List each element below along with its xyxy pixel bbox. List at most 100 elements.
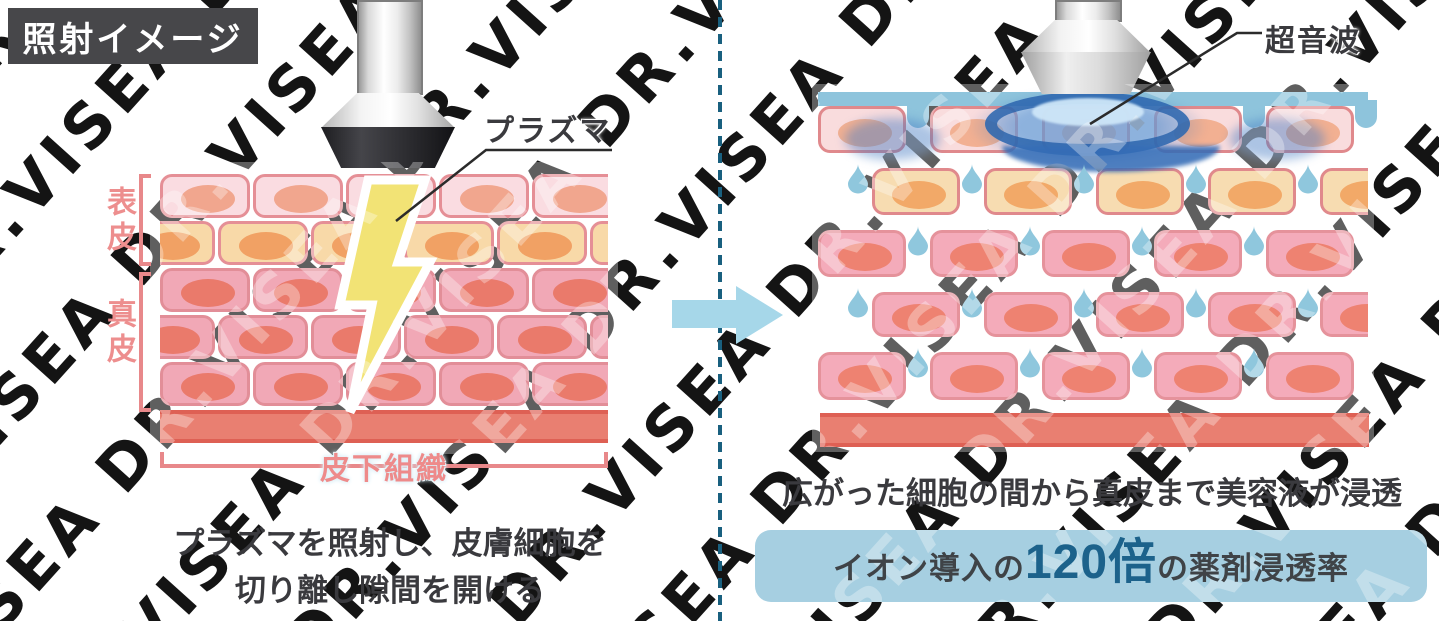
title-badge: 照射イメージ	[8, 8, 258, 64]
cell-nucleus	[425, 326, 479, 354]
cell-nucleus	[460, 373, 514, 401]
cell-nucleus	[274, 185, 328, 213]
cell-nucleus	[239, 326, 293, 354]
skin-cell	[1096, 168, 1184, 215]
cell-nucleus	[181, 373, 235, 401]
skin-cell	[218, 315, 308, 359]
skin-cell	[1208, 292, 1296, 337]
liquid-drip	[907, 100, 929, 128]
skin-cell	[930, 352, 1018, 400]
skin-cell	[1208, 168, 1296, 215]
serum-smear-left	[845, 118, 940, 160]
cell-nucleus	[160, 326, 200, 354]
skin-cell	[532, 268, 608, 312]
skin-cell	[404, 315, 494, 359]
dermis-label: 真皮	[102, 298, 135, 368]
skin-cell	[1096, 292, 1184, 337]
serum-droplet-icon	[908, 348, 928, 378]
plasma-handpiece-cone	[321, 93, 455, 128]
cell-nucleus	[1174, 242, 1228, 271]
serum-droplet-icon	[1074, 164, 1094, 194]
skin-cell	[497, 315, 587, 359]
left-caption-line2: 切り離し隙間を開ける	[235, 573, 545, 608]
dermis-bracket	[139, 272, 151, 412]
skin-cell	[497, 221, 587, 265]
cell-nucleus	[553, 279, 607, 307]
cell-nucleus	[1174, 365, 1228, 393]
skin-cell	[1320, 292, 1368, 337]
serum-droplet-icon	[848, 288, 868, 318]
cell-nucleus	[239, 232, 293, 260]
cell-nucleus	[160, 232, 200, 260]
cell-nucleus	[838, 365, 892, 393]
cell-nucleus	[1062, 242, 1116, 271]
subcutaneous-bracket	[160, 452, 608, 468]
serum-droplet-icon	[1132, 348, 1152, 378]
liquid-drip	[1355, 100, 1377, 128]
skin-cell	[930, 230, 1018, 277]
subcutaneous-band-right	[820, 413, 1369, 447]
skin-cell	[439, 362, 529, 406]
serum-droplet-icon	[1186, 164, 1206, 194]
cell-nucleus	[274, 373, 328, 401]
skin-cell	[439, 268, 529, 312]
serum-droplet-icon	[1244, 226, 1264, 256]
serum-droplet-icon	[1186, 288, 1206, 318]
cell-nucleus	[950, 365, 1004, 393]
subcutaneous-label: 皮下組織	[320, 453, 448, 486]
cell-nucleus	[1286, 118, 1340, 147]
penetration-highlight-box	[755, 530, 1427, 602]
skin-cell	[872, 168, 960, 215]
serum-droplet-icon	[848, 164, 868, 194]
skin-cell	[253, 174, 343, 218]
plasma-label: プラズマ	[484, 115, 612, 148]
serum-droplet-icon	[1020, 348, 1040, 378]
serum-droplet-icon	[1244, 348, 1264, 378]
serum-droplet-icon	[962, 164, 982, 194]
highlight-number: 120倍	[1024, 536, 1158, 589]
cell-nucleus	[838, 242, 892, 271]
cell-nucleus	[181, 279, 235, 307]
skin-cell	[1154, 352, 1242, 400]
skin-diagram-left	[160, 174, 608, 443]
serum-droplet-icon	[1074, 288, 1094, 318]
skin-cell	[818, 352, 906, 400]
subcutaneous-band-left	[160, 410, 608, 443]
serum-smear-right	[1230, 118, 1325, 160]
skin-cell	[590, 315, 608, 359]
highlight-prefix: イオン導入の	[832, 551, 1025, 586]
cell-nucleus	[1116, 180, 1170, 209]
cell-nucleus	[950, 242, 1004, 271]
cell-nucleus	[1286, 242, 1340, 271]
plasma-lightning-bolt-icon	[334, 175, 438, 415]
cell-nucleus	[367, 373, 421, 401]
cell-nucleus	[1286, 365, 1340, 393]
serum-droplet-icon	[1132, 226, 1152, 256]
highlight-suffix: の薬剤浸透率	[1157, 551, 1350, 586]
cell-nucleus	[1228, 303, 1282, 332]
skin-cell	[1320, 168, 1368, 215]
cell-nucleus	[518, 232, 572, 260]
skin-cell	[984, 168, 1072, 215]
cell-nucleus	[425, 232, 479, 260]
cell-nucleus	[1228, 180, 1282, 209]
right-caption: 広がった細胞の間から真皮まで美容液が浸透	[782, 476, 1402, 511]
cell-nucleus	[274, 279, 328, 307]
left-caption: プラズマを照射し、皮膚細胞を 切り離し隙間を開ける	[120, 520, 660, 614]
skin-cell	[532, 174, 608, 218]
skin-cell	[1042, 230, 1130, 277]
serum-droplet-icon	[908, 226, 928, 256]
cell-nucleus	[1004, 180, 1058, 209]
plasma-handpiece-shaft	[357, 0, 423, 95]
skin-cell	[160, 268, 250, 312]
skin-cell	[404, 221, 494, 265]
penetration-highlight-text: イオン導入の 120倍 の薬剤浸透率	[755, 530, 1427, 602]
skin-cell	[439, 174, 529, 218]
transition-arrow-icon	[672, 286, 783, 344]
cell-nucleus	[460, 279, 514, 307]
cell-nucleus	[553, 185, 607, 213]
skin-cell	[160, 362, 250, 406]
skin-cell	[984, 292, 1072, 337]
skin-cell	[160, 174, 250, 218]
